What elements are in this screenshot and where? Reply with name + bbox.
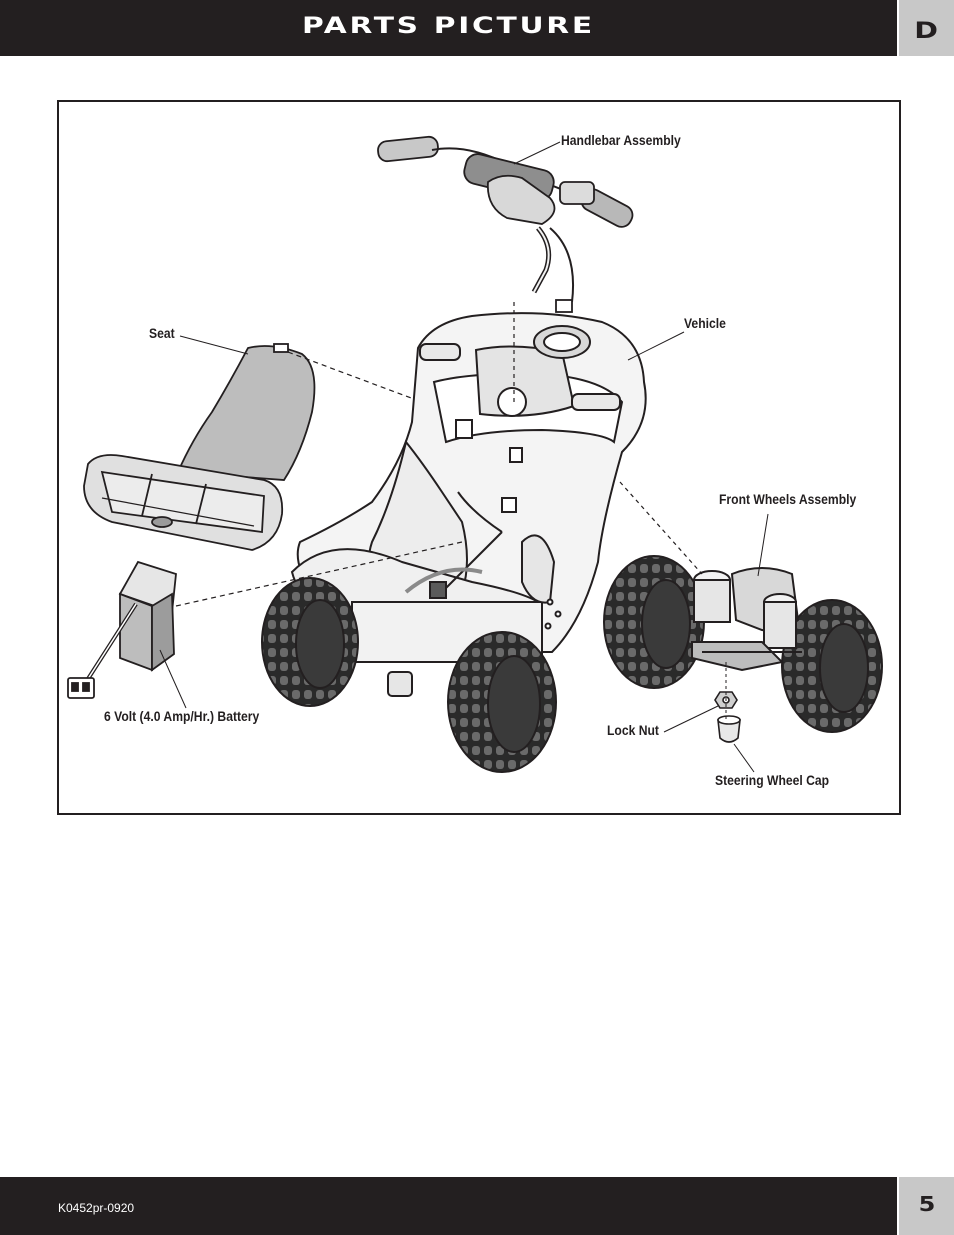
- parts-figure: Handlebar Assembly Vehicle Seat Front Wh…: [57, 100, 901, 815]
- section-tab: D: [899, 0, 954, 56]
- callout-vehicle: Vehicle: [684, 316, 726, 331]
- seat-drawing: [83, 343, 316, 551]
- callout-handlebar-assembly: Handlebar Assembly: [561, 133, 681, 148]
- rear-wheels-drawing: [261, 577, 557, 773]
- page-title: PARTS PICTURE: [302, 13, 595, 39]
- callout-front-wheels-assembly: Front Wheels Assembly: [719, 492, 857, 507]
- callout-battery: 6 Volt (4.0 Amp/Hr.) Battery: [104, 709, 260, 724]
- page-number-tab: 5: [899, 1177, 954, 1235]
- handlebar-drawing: [377, 135, 634, 313]
- parts-illustration: [67, 135, 883, 773]
- battery-drawing: [67, 560, 177, 699]
- vehicle-wiring: [404, 491, 517, 599]
- callout-seat: Seat: [149, 326, 175, 341]
- callout-steering-wheel-cap: Steering Wheel Cap: [715, 773, 830, 788]
- footer-bar: K0452pr-0920: [0, 1177, 897, 1235]
- vehicle-drawing: [290, 312, 647, 697]
- front-wheels-drawing: [603, 555, 883, 733]
- document-code: K0452pr-0920: [58, 1201, 135, 1215]
- section-letter: D: [914, 18, 939, 44]
- lock-nut-drawing: [714, 691, 741, 743]
- header-bar: PARTS PICTURE: [0, 0, 897, 56]
- page-number: 5: [918, 1192, 935, 1216]
- callout-lock-nut: Lock Nut: [607, 723, 659, 738]
